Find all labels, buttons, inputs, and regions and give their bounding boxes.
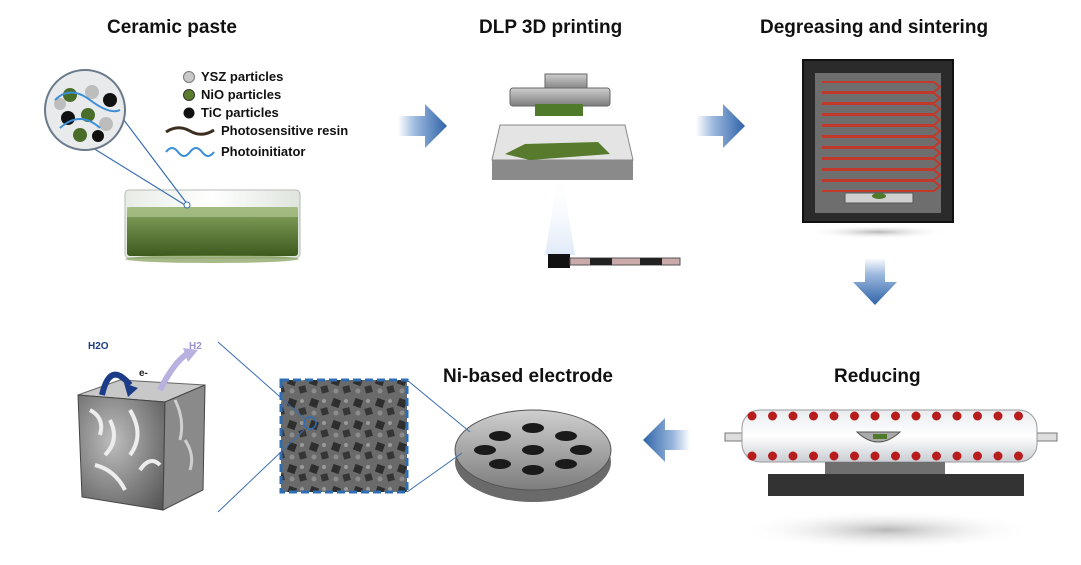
legend-nio: NiO particles <box>201 87 282 102</box>
stage-title-ceramic-paste: Ceramic paste <box>107 17 237 38</box>
reducing-furnace <box>724 409 1058 550</box>
legend-ysz: YSZ particles <box>201 69 284 84</box>
printer <box>491 73 681 268</box>
sem-micrograph <box>217 341 471 513</box>
legend-resin: Photosensitive resin <box>221 123 349 138</box>
arrow-sintering-to-reducing <box>853 258 897 305</box>
paste-container <box>124 189 301 263</box>
legend-symbols <box>165 71 215 157</box>
legend-tic: TiC particles <box>201 105 279 120</box>
stage-title-reducing: Reducing <box>834 366 921 387</box>
arrow-paste-to-printing <box>398 104 447 148</box>
stage-title-dlp-printing: DLP 3D printing <box>479 17 623 38</box>
stage-title-degreasing: Degreasing and sintering <box>760 17 989 38</box>
reactant-label: H2O <box>88 341 109 352</box>
particle-magnifier <box>44 69 191 209</box>
electron-label: e- <box>139 368 148 379</box>
electrode-disk <box>454 409 612 502</box>
sintering-furnace <box>802 59 954 239</box>
product-label: H2 <box>189 341 202 352</box>
porous-cube <box>77 348 206 511</box>
legend-initiator: Photoinitiator <box>221 144 306 159</box>
arrow-reducing-to-electrode <box>643 418 690 462</box>
arrow-printing-to-sintering <box>696 104 745 148</box>
stage-title-electrode: Ni-based electrode <box>443 366 613 387</box>
